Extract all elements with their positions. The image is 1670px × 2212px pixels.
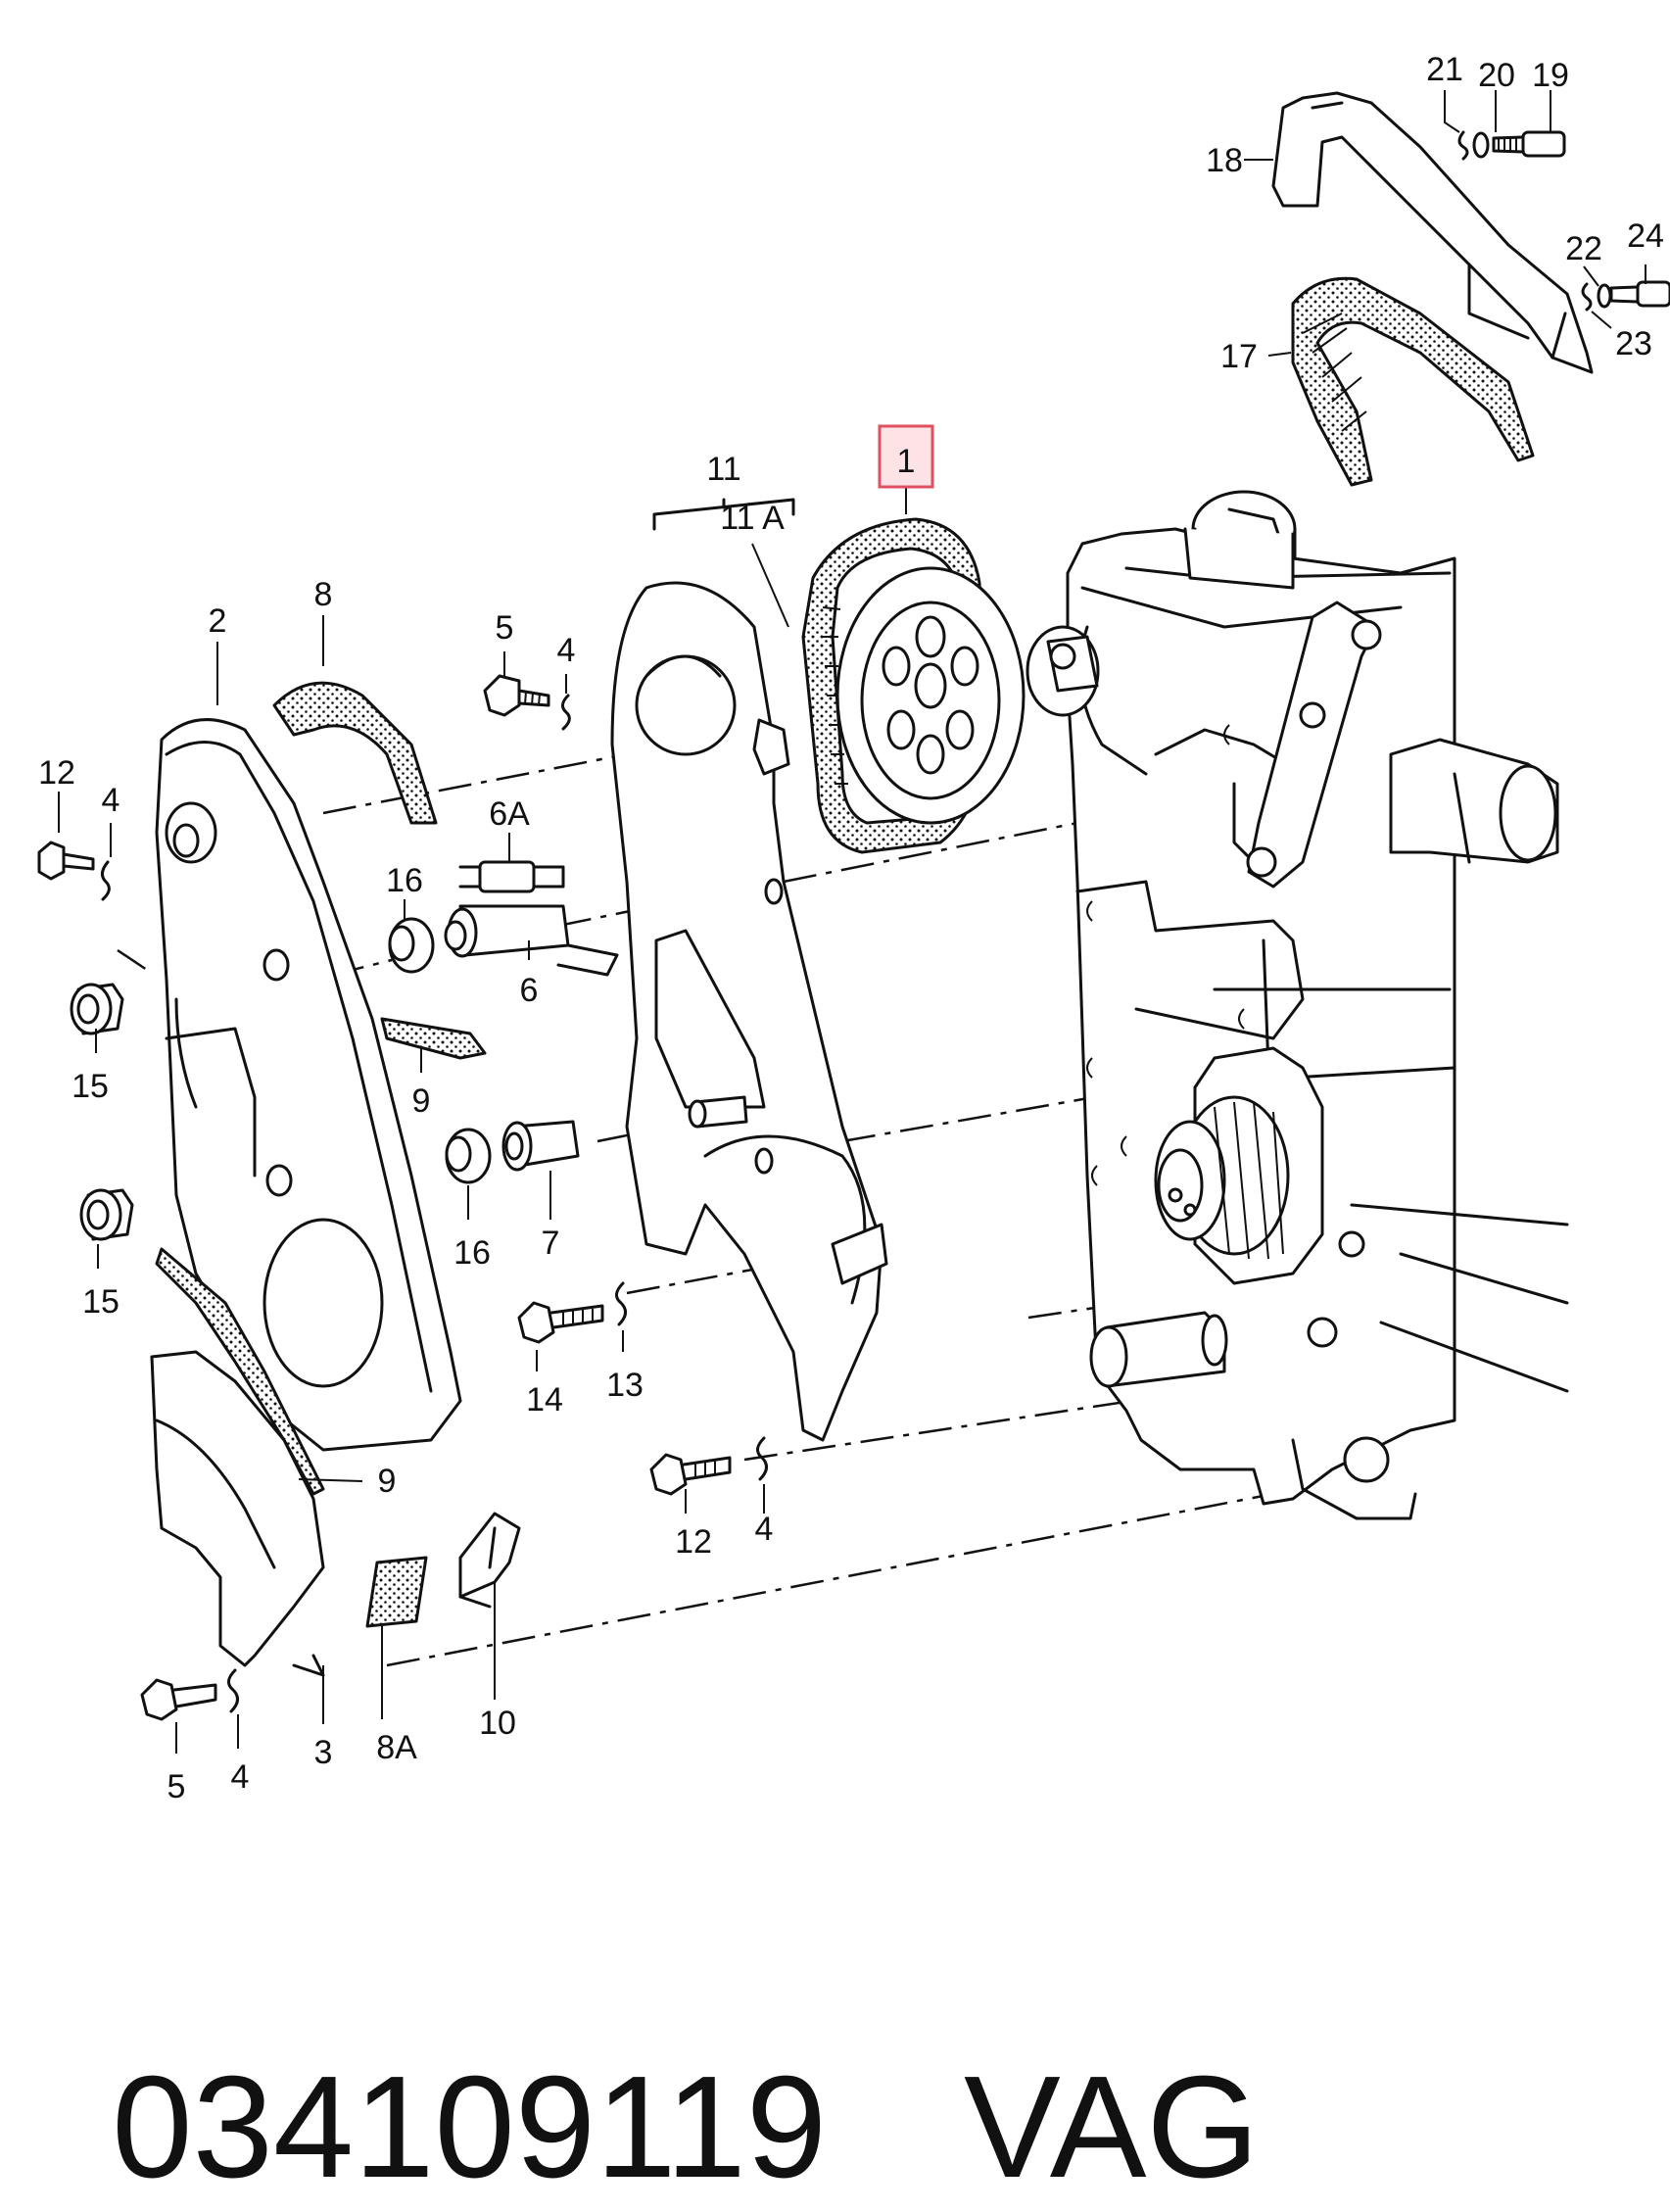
bracket-11-label (652, 498, 795, 531)
washer-4-lower-mid (756, 1436, 768, 1481)
callout-2: 2 (209, 602, 227, 640)
seal-strip-8A (365, 1556, 428, 1628)
callout-21: 21 (1426, 51, 1463, 88)
callout-16: 16 (386, 862, 423, 899)
callout-1: 1 (897, 443, 916, 480)
callout-6A: 6A (489, 795, 530, 833)
engine-block (1066, 490, 1569, 1520)
washer-4-left (101, 860, 111, 901)
callout-11A: 11 A (720, 500, 785, 537)
grommet-16-lower (445, 1128, 492, 1184)
callout-5: 5 (496, 609, 514, 647)
callout-4: 4 (755, 1511, 774, 1548)
v-belt-17 (1291, 276, 1535, 487)
callout-15: 15 (82, 1283, 119, 1321)
highlight-box-1 (878, 424, 934, 489)
upper-cover-2 (155, 718, 462, 1452)
sleeve-7 (501, 1120, 580, 1172)
seal-strip-8 (272, 681, 438, 825)
camshaft-hub (1026, 625, 1100, 717)
bolt-19 (1492, 130, 1566, 158)
brand-name: VAG (964, 2046, 1260, 2208)
seal-strip-9-lower (155, 1247, 325, 1496)
grommet-15-upper (70, 983, 124, 1035)
callout-14: 14 (526, 1381, 563, 1419)
bolt-12-lower (649, 1453, 732, 1496)
callout-4: 4 (231, 1758, 250, 1796)
spring-washer-23 (1581, 282, 1593, 312)
seal-strip-9-upper (380, 1017, 487, 1060)
washer-20 (1472, 131, 1490, 159)
bolt-5-upper (483, 674, 550, 717)
bolt-14 (517, 1301, 604, 1344)
callout-labels: 1 2 3 4 4 4 4 5 5 6 6A 7 8 8A 9 9 10 11 … (38, 51, 1664, 1805)
callout-12: 12 (38, 754, 75, 792)
callout-12: 12 (675, 1523, 712, 1561)
callout-17: 17 (1220, 338, 1258, 375)
callout-10: 10 (479, 1705, 516, 1742)
clip-10 (458, 1512, 521, 1609)
camshaft-sprocket (835, 566, 1026, 825)
callout-24: 24 (1627, 217, 1664, 255)
sleeve-6 (444, 904, 570, 958)
callout-3: 3 (314, 1734, 333, 1771)
lower-cover-3 (150, 1350, 325, 1677)
callout-9: 9 (378, 1463, 397, 1500)
callout-15: 15 (72, 1068, 109, 1105)
callout-11: 11 (706, 451, 740, 488)
callout-13: 13 (606, 1367, 644, 1404)
callout-9: 9 (412, 1082, 431, 1120)
washer-22 (1597, 283, 1612, 309)
callout-4: 4 (102, 782, 120, 819)
callout-16: 16 (453, 1234, 491, 1272)
crankshaft-sprocket (1154, 1046, 1365, 1285)
washer-13 (615, 1281, 627, 1326)
callout-4: 4 (557, 632, 576, 669)
callout-8A: 8A (376, 1729, 417, 1766)
callout-22: 22 (1565, 230, 1602, 267)
callout-23: 23 (1615, 325, 1652, 362)
grommet-16-upper (388, 917, 435, 974)
timing-belt-cover-18 (1271, 91, 1594, 374)
rear-cover-11 (556, 581, 888, 1442)
callout-20: 20 (1478, 57, 1515, 94)
leader-lines (58, 90, 1646, 1754)
washer-4-upper (561, 694, 571, 731)
callout-6: 6 (520, 972, 539, 1009)
callout-18: 18 (1206, 142, 1243, 179)
callout-7: 7 (542, 1225, 560, 1262)
bolt-12-left (37, 841, 95, 881)
washer-4-lower-left (227, 1668, 239, 1713)
bolt-24 (1609, 280, 1670, 308)
grommet-15-lower (79, 1188, 134, 1241)
spring-washer-21 (1457, 130, 1469, 161)
bolt-5-lower (140, 1678, 217, 1721)
part-number: 034109119 (112, 2046, 828, 2208)
intermediate-shaft-sprocket (1089, 1311, 1338, 1388)
stud-right (688, 1095, 748, 1129)
stud-6A (458, 860, 565, 893)
callout-8: 8 (314, 576, 333, 613)
callout-19: 19 (1532, 57, 1569, 94)
callout-5: 5 (167, 1768, 186, 1805)
